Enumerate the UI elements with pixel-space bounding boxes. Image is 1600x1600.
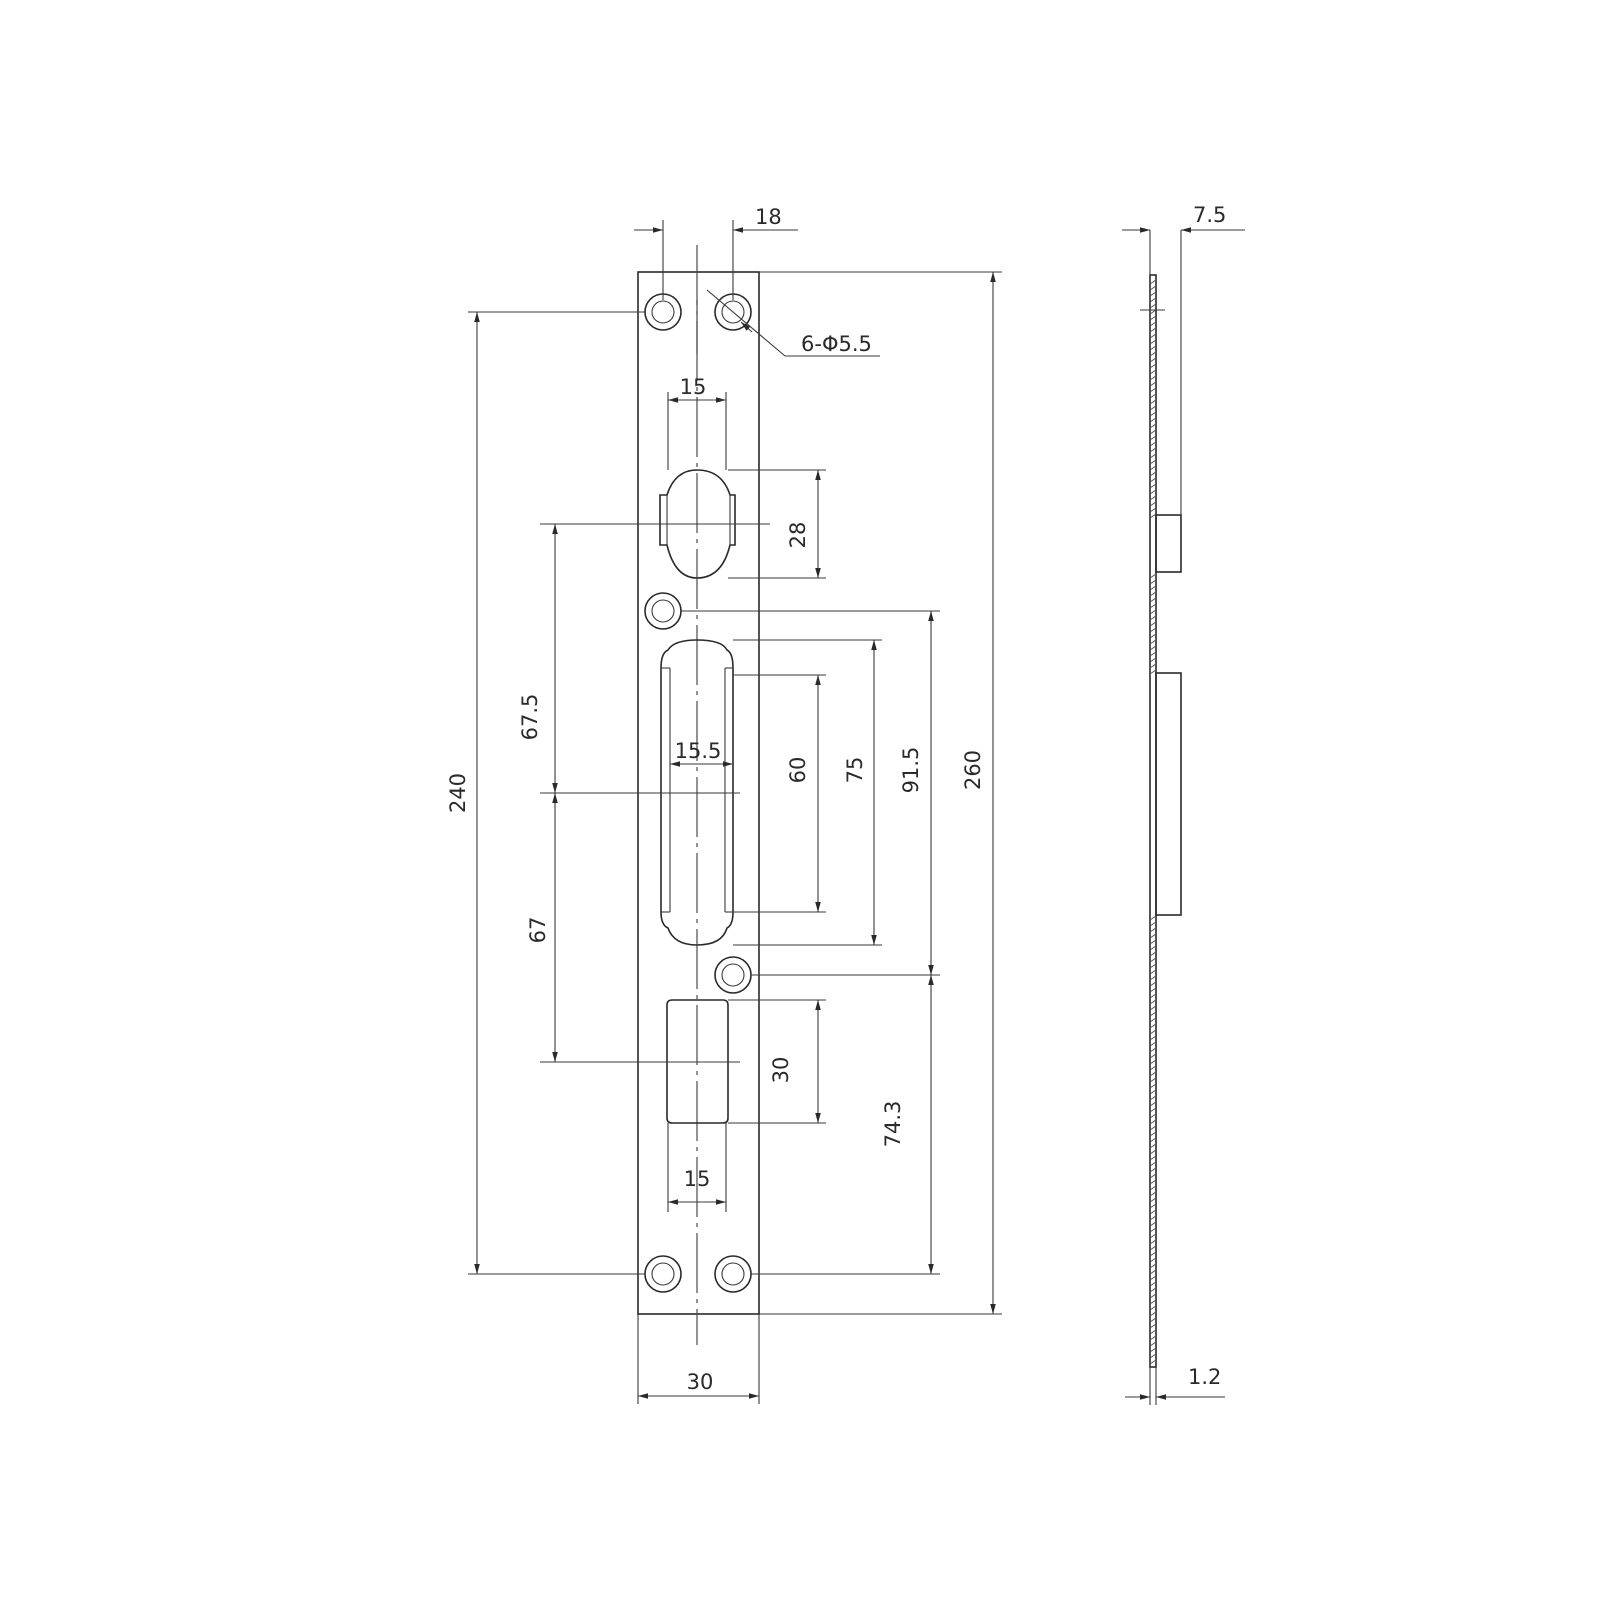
deadlock-slot-lower [666,999,729,1124]
pocket-upper [1155,514,1182,573]
dim-label-260: 260 [961,750,985,790]
dim-label-15-5: 15.5 [675,739,722,763]
dim-slot-mid-inner: 60 [733,674,826,913]
dim-label-91-5: 91.5 [899,747,923,794]
dim-label-67-5: 67.5 [518,694,542,741]
dim-overall-length: 260 [759,271,1002,1315]
profile-hatching [1149,279,1157,1365]
dim-slot-low-width: 15 [667,1123,727,1212]
dim-slot-mid-outer: 75 [733,639,882,946]
dim-label-240: 240 [446,773,470,813]
dim-label-67: 67 [526,917,550,944]
dim-label-28: 28 [786,522,810,549]
dim-hole-spacing-top: 18 [634,205,798,300]
screw-hole-mid-lower [714,956,752,994]
front-view: 18 6-Φ5.5 15 28 [446,205,1002,1404]
dim-label-7-5: 7.5 [1193,203,1226,227]
dim-label-30-slot: 30 [769,1057,793,1084]
dim-slot-top-width: 15 [667,375,727,470]
dim-label-1-2: 1.2 [1188,1365,1221,1389]
dim-label-60: 60 [786,757,810,784]
dim-thickness: 1.2 [1125,1365,1225,1405]
dim-hole-span-total: 240 [446,311,645,1275]
pocket-lower [1155,672,1182,916]
side-view: 7.5 1.2 [1122,203,1245,1405]
screw-hole-bottom-right [714,1255,752,1293]
dim-label-15-top: 15 [680,375,707,399]
dim-slot-mid-width: 15.5 [670,739,733,767]
hole-callout: 6-Φ5.5 [801,332,872,356]
dim-depth: 7.5 [1122,203,1245,233]
dim-label-30-width: 30 [687,1370,714,1394]
dim-slot-low-height: 30 [728,999,826,1124]
dim-slot-top-height: 28 [728,469,826,579]
dim-center-offsets: 67.5 67 [518,523,770,1063]
dim-label-75: 75 [843,757,867,784]
bolt-slot-middle [660,639,734,946]
screw-hole-mid-upper [644,592,682,630]
dim-label-18: 18 [755,205,782,229]
dim-hole-spans: 91.5 74.3 [681,610,940,1275]
screw-hole-bottom-left [644,1255,682,1293]
hole-note-leader: 6-Φ5.5 [706,289,880,357]
dim-plate-width: 30 [637,1314,760,1404]
dim-label-15-low: 15 [684,1167,711,1191]
dim-label-74-3: 74.3 [881,1101,905,1148]
